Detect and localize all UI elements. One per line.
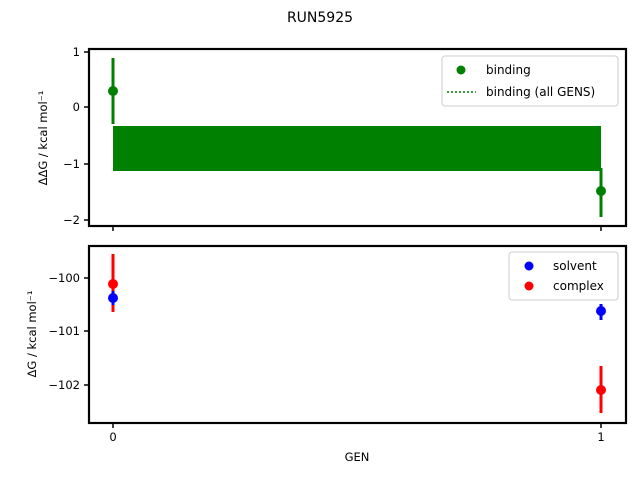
top-ytick-label: 0 — [73, 100, 80, 114]
solvent-point-gen0 — [108, 293, 118, 303]
legend-complex-marker-icon — [524, 281, 534, 291]
legend-label: binding — [486, 63, 531, 77]
legend-label: binding (all GENS) — [486, 85, 595, 99]
binding-point-gen0 — [108, 86, 118, 96]
bottom-ytick-label: −100 — [48, 271, 80, 285]
top-axes: 1 0 −1 −2 ΔΔG / kcal mol⁻¹ binding bindi… — [36, 45, 628, 231]
bottom-y-axis-label: ΔG / kcal mol⁻¹ — [25, 291, 39, 378]
binding-all-gens-band — [113, 126, 601, 171]
top-ytick-label: −1 — [63, 157, 80, 171]
bottom-axes-frame — [87, 244, 628, 425]
solvent-point-gen1 — [596, 306, 606, 316]
bottom-axes: −100 −101 −102 0 1 GEN ΔG / kcal mol⁻¹ s… — [25, 244, 628, 464]
legend-solvent-marker-icon — [524, 261, 534, 271]
bottom-xtick-label: 1 — [597, 430, 604, 444]
complex-point-gen1 — [596, 385, 606, 395]
top-y-axis-label: ΔΔG / kcal mol⁻¹ — [36, 91, 50, 186]
top-ytick-label: −2 — [63, 213, 80, 227]
top-legend: binding binding (all GENS) — [441, 55, 619, 107]
top-axes-frame — [87, 47, 628, 228]
complex-point-gen0 — [108, 279, 118, 289]
bottom-ytick-label: −101 — [48, 324, 80, 338]
bottom-legend: solvent complex — [508, 251, 619, 301]
bottom-ytick-label: −102 — [48, 378, 80, 392]
legend-label: complex — [553, 279, 604, 293]
top-ytick-label: 1 — [73, 45, 80, 59]
bottom-x-axis-label: GEN — [345, 450, 370, 464]
binding-point-gen1 — [596, 186, 606, 196]
top-y-ticks: 1 0 −1 −2 — [63, 45, 89, 227]
bottom-y-ticks: −100 −101 −102 — [48, 271, 89, 392]
legend-label: solvent — [553, 259, 597, 273]
bottom-xtick-label: 0 — [109, 430, 116, 444]
figure-title: RUN5925 — [287, 10, 353, 26]
legend-binding-marker-icon — [456, 65, 466, 75]
